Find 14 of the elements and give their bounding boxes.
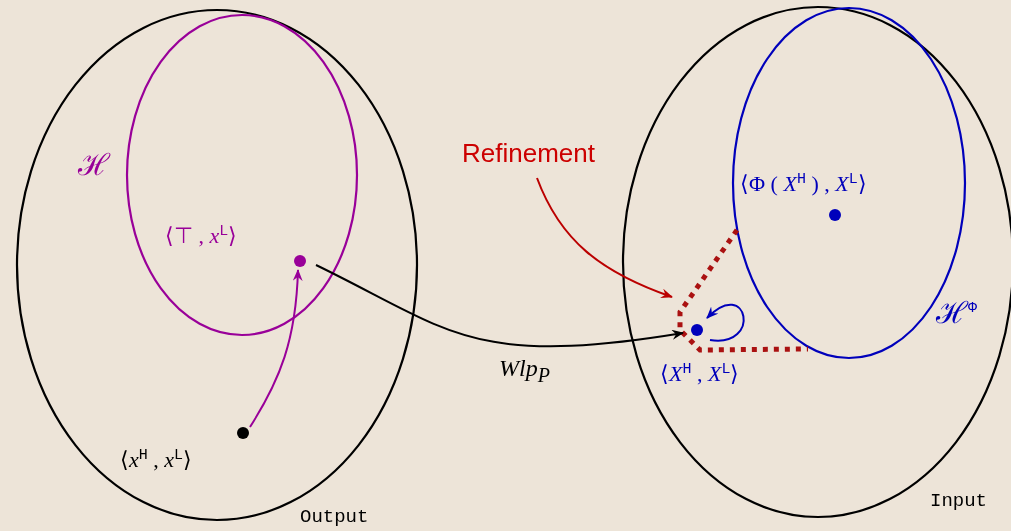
set-label: Input <box>930 492 987 511</box>
set-ellipse <box>75 15 358 336</box>
set-label: Output <box>300 508 369 527</box>
leader-line <box>536 177 673 298</box>
point-label: ⟨X$^{H}$ , X$^{L}$⟩ <box>660 362 740 386</box>
set-label: ℋ <box>78 150 110 180</box>
arrow <box>249 269 303 428</box>
point-label: ⟨x$^{H}$ , x$^{L}$⟩ <box>120 448 193 472</box>
loop-arrow <box>706 303 745 342</box>
arrow <box>315 264 684 348</box>
set-label: ℋ$^{Φ}$ <box>936 298 977 328</box>
point-label: ⟨⊤ , x$^{L}$⟩ <box>165 224 238 248</box>
callout-label: Refinement <box>462 140 595 166</box>
point-label: ⟨Φ ( X$^{H}$ ) , X$^{L}$⟩ <box>740 172 867 196</box>
